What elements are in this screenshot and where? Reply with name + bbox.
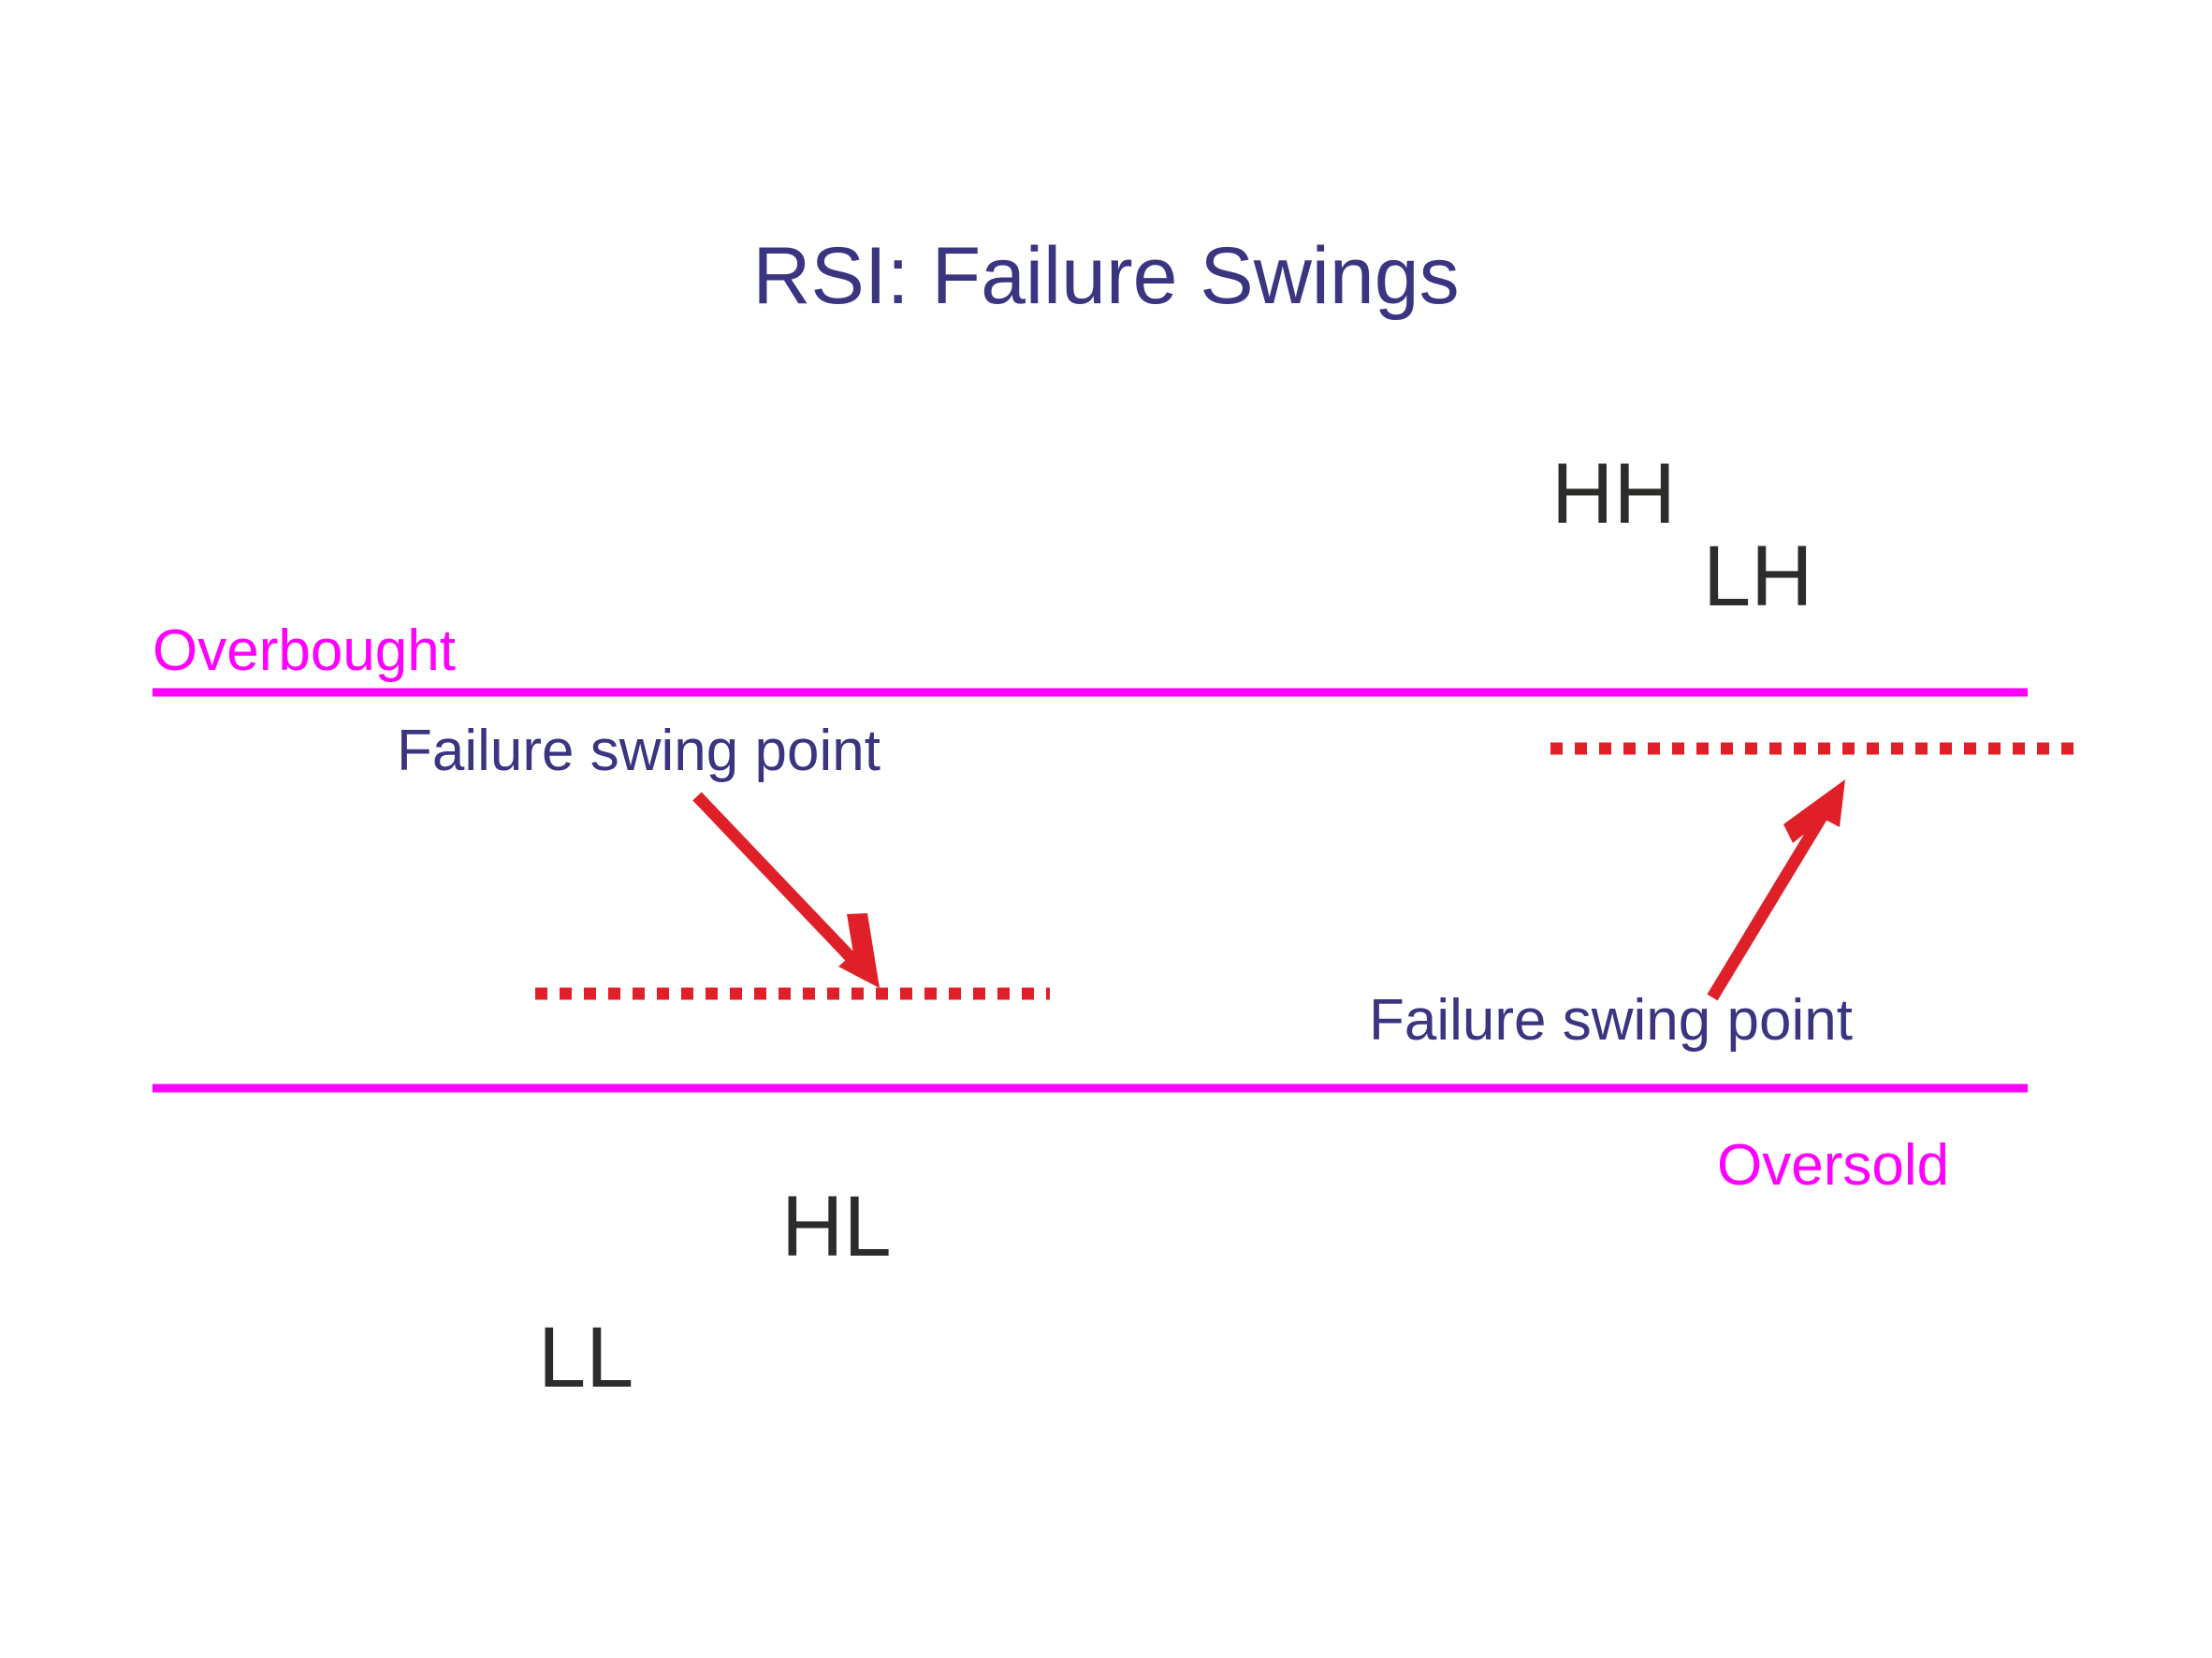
price-label-higher-low: HL <box>781 1179 892 1274</box>
price-label-lower-high: LH <box>1703 529 1813 624</box>
price-label-higher-high: HH <box>1551 446 1676 542</box>
left-failure-swing-arrow-icon <box>692 792 880 988</box>
overbought-label: Overbought <box>153 618 456 683</box>
left-failure-swing-point-label: Failure swing point <box>397 719 880 783</box>
right-failure-swing-point-label: Failure swing point <box>1369 988 1853 1053</box>
right-failure-swing-arrow-icon <box>1707 779 1845 1001</box>
page-title: RSI: Failure Swings <box>752 231 1460 321</box>
price-label-lower-low: LL <box>538 1310 634 1405</box>
oversold-label: Oversold <box>1717 1133 1950 1198</box>
